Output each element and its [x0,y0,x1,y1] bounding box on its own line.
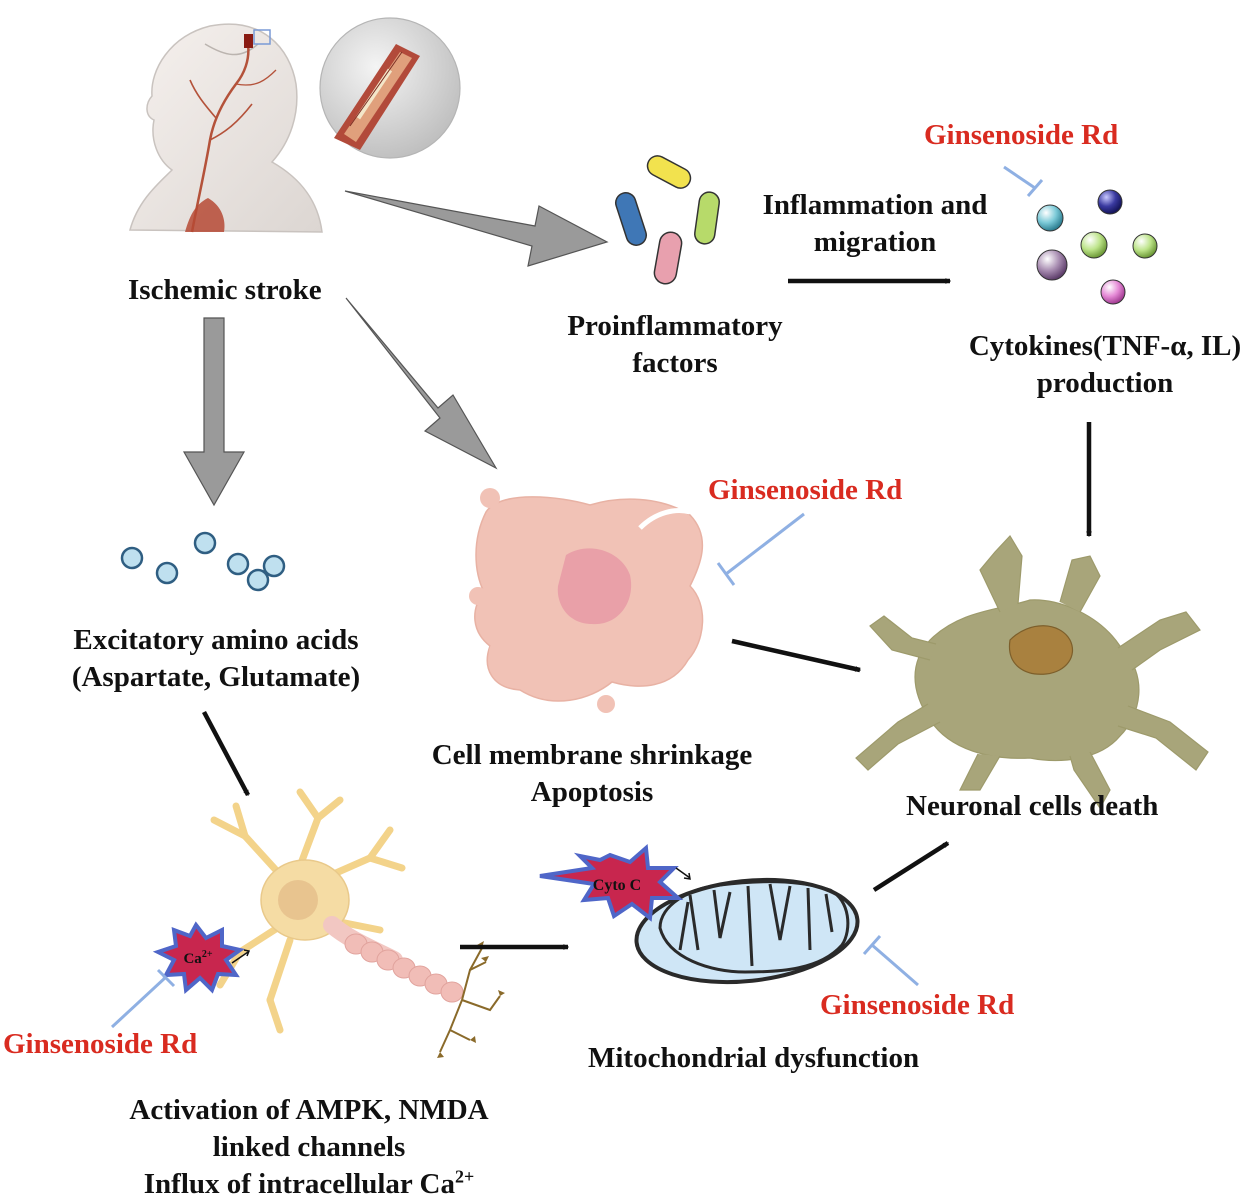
apoptosis-line1: Cell membrane shrinkage [431,739,753,771]
calcium-badge-sup: 2+ [202,949,213,960]
ampk-line3-text: Influx of intracellular Ca [143,1168,455,1201]
ampk-nmda-label: Activation of AMPK, NMDA linked channels… [100,1092,518,1201]
ampk-line3-sup: 2+ [454,1166,475,1187]
inflammation-line1: Inflammation and [762,189,988,221]
ginsenoside-rd-cytokines-label: Ginsenoside Rd [924,119,1119,151]
ginsenoside-rd-apoptosis-label: Ginsenoside Rd [708,474,903,506]
cyto-c-burst-badge: Cyto C [539,843,691,922]
proinflammatory-factor-icons [614,155,720,285]
cytokines-line1: Cytokines(TNF-α, IL) [968,330,1242,362]
neuronal-cells-death-label: Neuronal cells death [906,790,1159,822]
ampk-line1: Activation of AMPK, NMDA [129,1094,489,1126]
amino-acid-icons [120,531,286,592]
mitochondrion [634,877,860,985]
apoptosis-label: Cell membrane shrinkage Apoptosis [402,737,782,811]
cytokines-label: Cytokines(TNF-α, IL) production [965,328,1245,402]
calcium-burst-badge: Ca2+ [152,921,251,994]
calcium-badge-prefix: Ca [183,951,202,967]
neuron-with-axon [204,788,505,1058]
mitochondrial-dysfunction-label: Mitochondrial dysfunction [588,1042,920,1074]
inflammation-migration-label: Inflammation and migration [744,187,1006,261]
proinflammatory-line1: Proinflammatory [567,310,783,342]
proinflammatory-line2: factors [632,347,718,380]
apoptotic-cell [469,488,704,713]
arrow-apoptosis-to-death [731,638,862,673]
ischemic-stroke-label: Ischemic stroke [128,274,322,306]
head-illustration [129,23,323,233]
artery-lens-illustration [319,17,461,159]
inflammation-line2: migration [813,226,937,259]
inhibition-line-calcium [110,968,176,1029]
cyto-c-label: Cyto C [593,877,641,894]
ampk-line2: linked channels [212,1131,406,1164]
dead-neuron [855,535,1209,810]
cytokines-line2: production [1036,367,1174,400]
ginsenoside-rd-calcium-label: Ginsenoside Rd [3,1028,198,1060]
svg-text:Ca2+: Ca2+ [183,949,212,967]
cytokine-spheres [1036,189,1158,305]
gray-arrow-to-proinflammatory [344,190,609,267]
proinflammatory-label: Proinflammatory factors [550,308,800,382]
excitatory-line2: (Aspartate, Glutamate) [71,661,361,694]
arrow-mito-to-death [872,841,950,892]
inhibition-line-mito [862,935,919,987]
excitatory-line1: Excitatory amino acids [73,624,359,656]
inhibition-line-apoptosis [716,512,805,586]
gray-arrow-to-apoptosis [345,297,498,470]
ampk-line3: Influx of intracellular Ca2+ [100,1166,518,1201]
excitatory-amino-acids-label: Excitatory amino acids (Aspartate, Gluta… [46,622,386,696]
inhibition-line-cytokines [1003,165,1044,197]
apoptosis-line2: Apoptosis [530,776,654,809]
gray-arrow-to-excitatory [182,317,246,507]
ginsenoside-rd-mito-label: Ginsenoside Rd [820,989,1015,1021]
arrow-excitatory-to-neuron [202,710,250,797]
